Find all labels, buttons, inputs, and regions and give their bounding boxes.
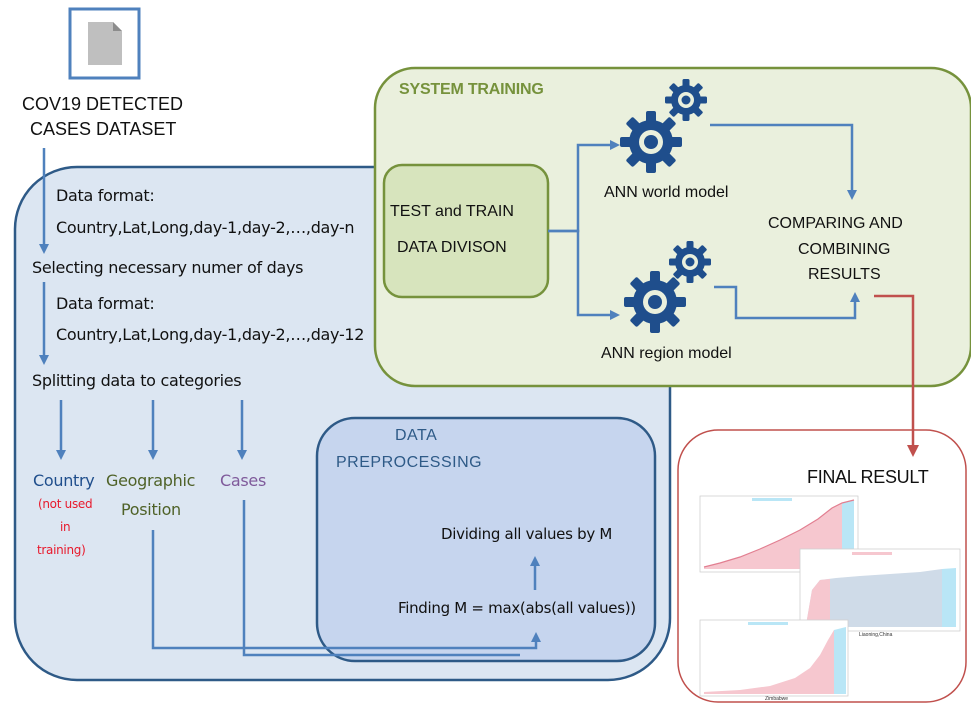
dividing-step: Dividing all values by M: [441, 525, 613, 543]
data-format-label-2: Data format:: [56, 294, 155, 313]
compare-line-2: COMBINING: [798, 241, 891, 258]
data-format-label-1: Data format:: [56, 186, 155, 205]
compare-line-1: COMPARING AND: [768, 215, 903, 232]
data-format-value-1: Country,Lat,Long,day-1,day-2,…,day-n: [56, 218, 355, 237]
arrow-compare-to-final: [874, 294, 919, 457]
gear-icon-region-small: [669, 241, 711, 283]
final-result-title: FINAL RESULT: [807, 467, 929, 487]
test-train-label-line-2: DATA DIVISON: [397, 239, 507, 256]
ann-region-model-label: ANN region model: [601, 345, 732, 362]
system-training-panel: [373, 66, 971, 388]
document-icon: [68, 7, 141, 80]
connector-geographic-to-finding: [151, 530, 541, 650]
arrow-split-to-region: [548, 229, 620, 320]
connector-cases-to-finding: [242, 500, 520, 657]
chart-caption-liaoning: Liaoning,China: [859, 632, 893, 638]
preprocessing-panel: [315, 416, 657, 663]
ann-world-model-label: ANN world model: [604, 184, 729, 201]
system-training-title: SYSTEM TRAINING: [399, 81, 544, 98]
category-geographic-line-2: Position: [121, 500, 181, 519]
arrow-region-to-compare: [714, 285, 860, 320]
arrow-world-to-compare: [710, 123, 857, 200]
finding-max-step: Finding M = max(abs(all values)): [398, 599, 636, 617]
category-geographic-line-1: Geographic: [106, 471, 196, 490]
compare-line-3: RESULTS: [808, 266, 881, 283]
test-train-label-line-1: TEST and TRAIN: [390, 203, 514, 220]
country-note-line-2: in: [60, 520, 71, 534]
selecting-days-step: Selecting necessary numer of days: [32, 258, 304, 277]
category-cases: Cases: [220, 471, 266, 490]
data-format-value-2: Country,Lat,Long,day-1,day-2,…,day-12: [56, 325, 365, 344]
country-note-line-3: training): [37, 543, 86, 557]
gear-icon-world-small: [665, 79, 707, 121]
dataset-title-line-1: COV19 DETECTED: [22, 94, 184, 114]
gear-icon-world-large: [620, 111, 682, 173]
result-chart-thumb-2: [799, 548, 961, 632]
test-train-box: [382, 163, 550, 299]
preprocessing-title-line-2: PREPROCESSING: [336, 454, 483, 471]
country-note-line-1: (not used: [38, 497, 93, 511]
dataset-title-line-2: CASES DATASET: [30, 119, 177, 139]
gear-icon-region-large: [624, 271, 686, 333]
category-country: Country: [33, 471, 95, 490]
result-chart-thumb-3: [699, 619, 849, 697]
preprocessing-title-line-1: DATA: [395, 427, 438, 444]
splitting-step: Splitting data to categories: [32, 371, 242, 390]
chart-caption-zimbabwe: Zimbabwe: [765, 696, 789, 702]
